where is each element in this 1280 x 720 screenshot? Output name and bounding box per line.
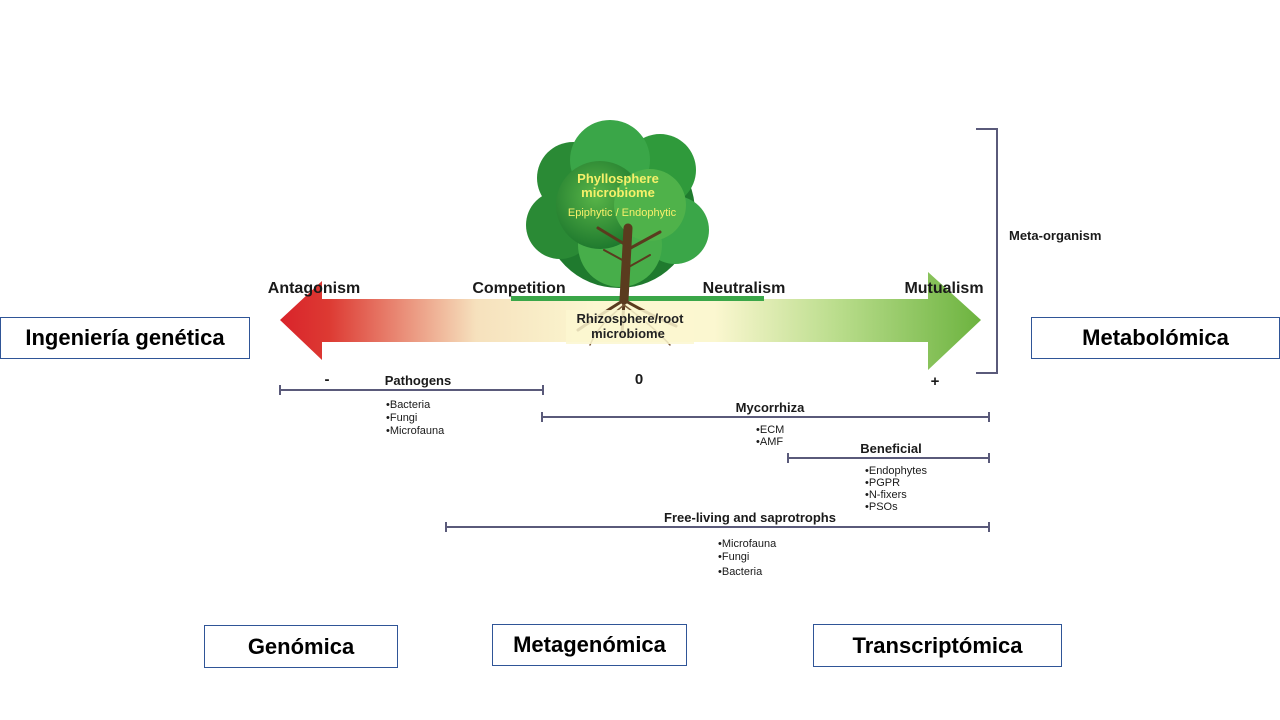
free-living-item: •Microfauna bbox=[718, 538, 777, 550]
minus-sign: - bbox=[325, 371, 330, 388]
phyllosphere-label-line1: Phyllosphere bbox=[577, 171, 659, 186]
meta-organism-bracket bbox=[976, 128, 998, 374]
beneficial-item: •PSOs bbox=[865, 501, 898, 513]
pathogens-item: •Bacteria bbox=[386, 399, 431, 411]
pathogens-title: Pathogens bbox=[385, 373, 451, 388]
mutualism-label: Mutualism bbox=[904, 280, 983, 297]
box-metagenomics: Metagenómica bbox=[492, 624, 687, 666]
mycorrhiza-item: •AMF bbox=[756, 436, 783, 448]
zero-sign: 0 bbox=[635, 371, 643, 388]
box-genetic-engineering: Ingeniería genética bbox=[0, 317, 250, 359]
antagonism-label: Antagonism bbox=[268, 280, 360, 297]
beneficial-item: •N-fixers bbox=[865, 489, 907, 501]
beneficial-range bbox=[787, 453, 990, 463]
plus-sign: + bbox=[931, 373, 940, 390]
free-living-title: Free-living and saprotrophs bbox=[664, 510, 836, 525]
pathogens-item: •Fungi bbox=[386, 412, 417, 424]
pathogens-range bbox=[279, 385, 544, 395]
box-transcriptomics: Transcriptómica bbox=[813, 624, 1062, 667]
pathogens-item: •Microfauna bbox=[386, 425, 445, 437]
rhizosphere-label-line1: Rhizosphere/root bbox=[577, 311, 685, 326]
mycorrhiza-range bbox=[541, 412, 990, 422]
free-living-item: •Fungi bbox=[718, 551, 749, 563]
competition-label: Competition bbox=[472, 280, 565, 297]
free-living-range bbox=[445, 522, 990, 532]
tree-canopy bbox=[526, 120, 709, 288]
box-metabolomics: Metabolómica bbox=[1031, 317, 1280, 359]
beneficial-title: Beneficial bbox=[860, 441, 921, 456]
rhizosphere-label-line2: microbiome bbox=[591, 326, 665, 341]
neutralism-label: Neutralism bbox=[703, 280, 786, 297]
free-living-item: •Bacteria bbox=[718, 566, 763, 578]
phyllosphere-label-line2: microbiome bbox=[581, 185, 655, 200]
competition-neutralism-bar bbox=[511, 296, 764, 301]
beneficial-item: •Endophytes bbox=[865, 465, 927, 477]
beneficial-item: •PGPR bbox=[865, 477, 900, 489]
epiphytic-endophytic-label: Epiphytic / Endophytic bbox=[568, 207, 677, 219]
mycorrhiza-title: Mycorrhiza bbox=[736, 400, 805, 415]
box-genomics: Genómica bbox=[204, 625, 398, 668]
rhizosphere-label-bg bbox=[566, 310, 694, 344]
mycorrhiza-item: •ECM bbox=[756, 424, 784, 436]
meta-organism-label: Meta-organism bbox=[1009, 228, 1101, 243]
